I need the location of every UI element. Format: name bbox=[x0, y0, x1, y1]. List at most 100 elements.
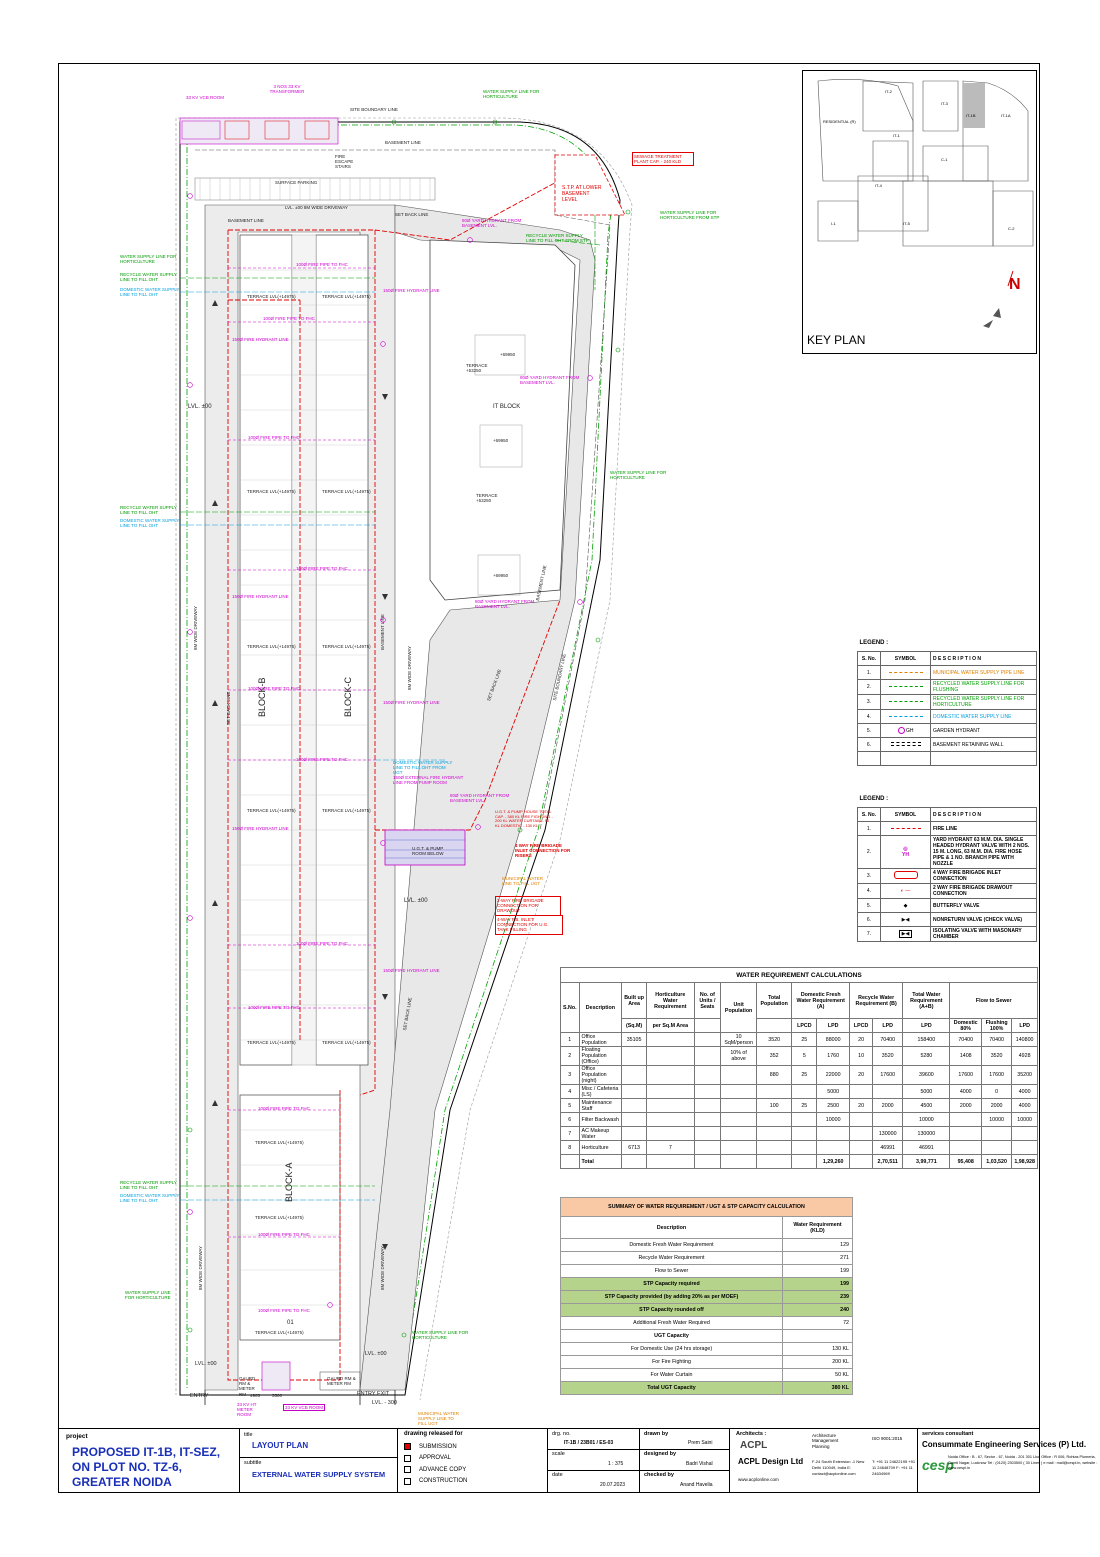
summary-value: 200 KL bbox=[782, 1355, 853, 1369]
table-cell: 35105 bbox=[621, 1032, 647, 1047]
domestic-oht-label-1: DOMESTIC WATER SUPPLY LINE TO FILL OHT bbox=[120, 287, 180, 298]
table-cell: 5000 bbox=[816, 1084, 851, 1099]
table-cell: 7 bbox=[645, 1140, 695, 1155]
table-cell bbox=[645, 1065, 695, 1085]
fhc-label: 100Ø FIRE PIPE TO FHC bbox=[263, 316, 315, 321]
table-cell: Maintenance Staff bbox=[578, 1098, 623, 1113]
hort-line-label-right: WATER SUPPLY LINE FOR HORTICULTURE bbox=[610, 470, 667, 481]
release-option-label: ADVANCE COPY bbox=[419, 1466, 467, 1473]
terrace-label: TERRACE LVL(+14975) bbox=[322, 489, 371, 494]
table-cell: Misc / Cafeteria (LS) bbox=[578, 1084, 623, 1099]
table-cell bbox=[791, 1140, 818, 1155]
hort-stp-label: WATER SUPPLY LINE FOR HORTICULTURE FROM … bbox=[660, 210, 720, 221]
table-cell bbox=[720, 1084, 758, 1099]
legend-row: 1.FIRE LINE bbox=[857, 821, 1037, 836]
unit-header: per Sq.M Area bbox=[645, 1018, 695, 1033]
legend-symbol bbox=[880, 821, 931, 836]
legend-title: LEGEND : bbox=[859, 795, 889, 802]
block-b-label: BLOCK-B bbox=[257, 677, 267, 717]
summary-header: Water Requirement (KLD) bbox=[782, 1216, 853, 1239]
table-cell bbox=[693, 1154, 722, 1169]
acpl-logo: ACPL bbox=[740, 1440, 768, 1451]
table-cell bbox=[693, 1112, 722, 1127]
table-cell: 5000 bbox=[902, 1084, 951, 1099]
drawing-frame bbox=[58, 63, 1040, 1493]
table-cell bbox=[645, 1154, 695, 1169]
release-checkbox[interactable] bbox=[404, 1477, 411, 1485]
water-table-title: WATER REQUIREMENT CALCULATIONS bbox=[560, 967, 1038, 983]
table-cell: 88000 bbox=[816, 1032, 851, 1047]
legend-symbol: ◆ bbox=[880, 898, 931, 913]
legend-header: D E S C R I P T I O N bbox=[930, 651, 1037, 666]
table-cell bbox=[872, 1112, 904, 1127]
table-cell: 1408 bbox=[949, 1046, 982, 1066]
consultant-label: services consultant bbox=[922, 1431, 974, 1437]
table-cell bbox=[949, 1140, 982, 1155]
it-level-2: +69950 bbox=[493, 438, 509, 443]
table-cell: Total bbox=[578, 1154, 623, 1169]
legend-symbol: ◐ — bbox=[880, 883, 931, 899]
table-cell bbox=[645, 1032, 695, 1047]
table-cell: 70400 bbox=[949, 1032, 982, 1047]
release-option[interactable]: SUBMISSION bbox=[404, 1441, 467, 1453]
checked-value: Anand Havelia bbox=[680, 1482, 713, 1488]
release-checkbox[interactable] bbox=[404, 1454, 411, 1462]
hydrant-line-label: 150Ø FIRE HYDRANT LINE bbox=[232, 826, 289, 831]
table-cell: 17600 bbox=[949, 1065, 982, 1085]
yard-hydrant-label-1: 80Ø YARD HYDRANT FROM BASEMENT LVL. bbox=[462, 218, 522, 229]
table-cell bbox=[791, 1112, 818, 1127]
domestic-oht-label-3: DOMESTIC WATER SUPPLY LINE TO FILL OHT bbox=[120, 1193, 180, 1204]
release-checkbox[interactable] bbox=[404, 1466, 411, 1474]
table-cell: 70400 bbox=[872, 1032, 904, 1047]
summary-desc: For Water Curtain bbox=[560, 1368, 783, 1382]
table-cell bbox=[791, 1126, 818, 1141]
table-cell: 3520 bbox=[872, 1046, 904, 1066]
table-cell: Floating Population (Office) bbox=[578, 1046, 623, 1066]
legend-desc: ISOLATING VALVE WITH MASONARY CHAMBER bbox=[930, 926, 1037, 942]
table-cell: 2 bbox=[560, 1046, 580, 1066]
hort-line-label-top: WATER SUPPLY LINE FOR HORTICULTURE bbox=[483, 89, 540, 100]
release-option[interactable]: CONSTRUCTION bbox=[404, 1476, 467, 1488]
lvl-label-bottom-left: LVL. ±00 bbox=[195, 1361, 217, 1367]
summary-desc: Recycle Water Requirement bbox=[560, 1251, 783, 1265]
drawn-value: Prem Saini bbox=[688, 1440, 713, 1446]
summary-desc: UGT Capacity bbox=[560, 1329, 783, 1343]
table-cell: 3 bbox=[560, 1065, 580, 1085]
table-cell: 4000 bbox=[949, 1084, 982, 1099]
keyplan-tag: RESIDENTIAL (R) bbox=[823, 119, 856, 124]
municipal-label-bottom: MUNICIPAL WATER SUPPLY LINE TO FILL UGT bbox=[418, 1411, 460, 1427]
it-block-footprint bbox=[429, 239, 576, 601]
release-option[interactable]: ADVANCE COPY bbox=[404, 1464, 467, 1476]
legend-symbol bbox=[880, 665, 931, 680]
legend-num: 5. bbox=[857, 898, 881, 913]
table-cell: 130000 bbox=[872, 1126, 904, 1141]
keyplan-tag: IT-5 bbox=[903, 221, 910, 226]
summary-value: 271 bbox=[782, 1251, 853, 1265]
release-checkbox[interactable] bbox=[404, 1443, 411, 1451]
summary-value: 199 bbox=[782, 1264, 853, 1278]
summary-value bbox=[782, 1329, 853, 1343]
table-cell: 6 bbox=[560, 1112, 580, 1127]
keyplan-tag: IT-1B bbox=[966, 113, 976, 118]
legend-row: 4.◐ —2 WAY FIRE BRIGADE DRAWOUT CONNECTI… bbox=[857, 883, 1037, 899]
legend-num: 1. bbox=[857, 665, 881, 680]
table-cell: Filter Backwash bbox=[578, 1112, 623, 1127]
legend-row: 6.BASEMENT RETAINING WALL bbox=[857, 737, 1037, 752]
unit-header: (Sq.M) bbox=[621, 1018, 647, 1033]
legend-desc: 2 WAY FIRE BRIGADE DRAWOUT CONNECTION bbox=[930, 883, 1037, 899]
summary-value: 50 KL bbox=[782, 1368, 853, 1382]
it-terrace-label-2: TERRACE +53250 bbox=[476, 493, 498, 504]
table-cell bbox=[645, 1098, 695, 1113]
architect-phone: T: +91 11 24622195 +91 11 24648709 F: +9… bbox=[872, 1459, 916, 1476]
table-cell bbox=[756, 1154, 793, 1169]
release-option[interactable]: APPROVAL bbox=[404, 1453, 467, 1465]
architect-label: Architects : bbox=[736, 1431, 767, 1437]
traffic-arrows bbox=[212, 300, 388, 1250]
table-cell: 1,98,928 bbox=[1011, 1154, 1038, 1169]
